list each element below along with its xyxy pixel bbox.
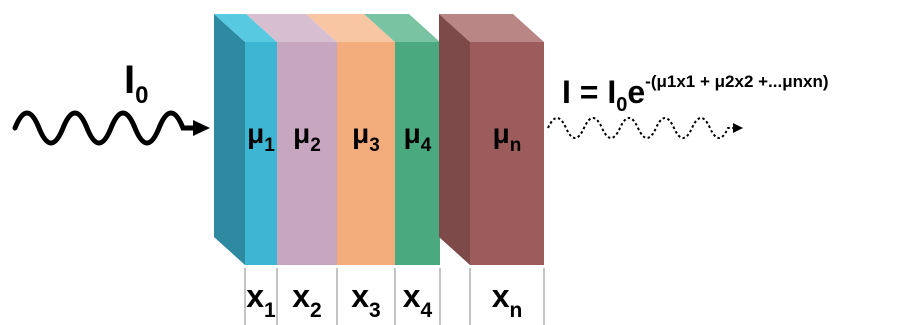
layer-5-thickness-label: xn xyxy=(492,278,523,322)
layer-2-mu-label: μ2 xyxy=(293,118,321,156)
layer-5-top-face xyxy=(439,14,544,42)
incident-arrowhead xyxy=(193,120,210,136)
layer-5: μn xyxy=(439,14,544,265)
layer-5-side-face xyxy=(439,14,470,265)
layer-3-top-face xyxy=(306,14,395,42)
layer-5-front-face xyxy=(470,42,544,265)
layer-3: μ3 xyxy=(306,14,395,265)
thickness-labels: x1 x2 x3 x4 xn xyxy=(244,268,545,325)
slab-1-side-face xyxy=(214,14,245,265)
layer-5-mu-label: μn xyxy=(493,118,522,156)
layer-3-thickness-label: x3 xyxy=(351,278,380,322)
layer-2-thickness-label: x2 xyxy=(292,278,321,322)
layer-2-top-face xyxy=(246,14,337,42)
layer-4-thickness-label: x4 xyxy=(403,278,433,322)
layer-4-top-face xyxy=(364,14,440,42)
transmission-equation: I = I0e-(μ1x1 + μ2x2 +...μnxn) xyxy=(562,72,829,116)
layer-1-mu-label: μ1 xyxy=(247,118,275,156)
layer-3-mu-label: μ3 xyxy=(352,118,380,156)
layer-1-front-face xyxy=(245,42,277,265)
layer-1: μ1 xyxy=(214,14,277,265)
layer-1-top-face xyxy=(214,14,277,42)
layer-4-mu-label: μ4 xyxy=(404,118,432,156)
layer-2-front-face xyxy=(277,42,337,265)
layer-1-thickness-label: x1 xyxy=(246,278,276,322)
layer-4-front-face xyxy=(395,42,440,265)
layer-4: μ4 xyxy=(364,14,440,265)
transmitted-wave xyxy=(547,117,733,139)
transmitted-arrowhead xyxy=(733,123,743,133)
layer-2: μ2 xyxy=(246,14,337,265)
layer-3-front-face xyxy=(337,42,395,265)
layer-slabs: μ1 μ2 μ3 μ4 μn xyxy=(214,14,544,265)
incident-label: I0 xyxy=(124,58,148,109)
incident-wave xyxy=(12,110,199,146)
